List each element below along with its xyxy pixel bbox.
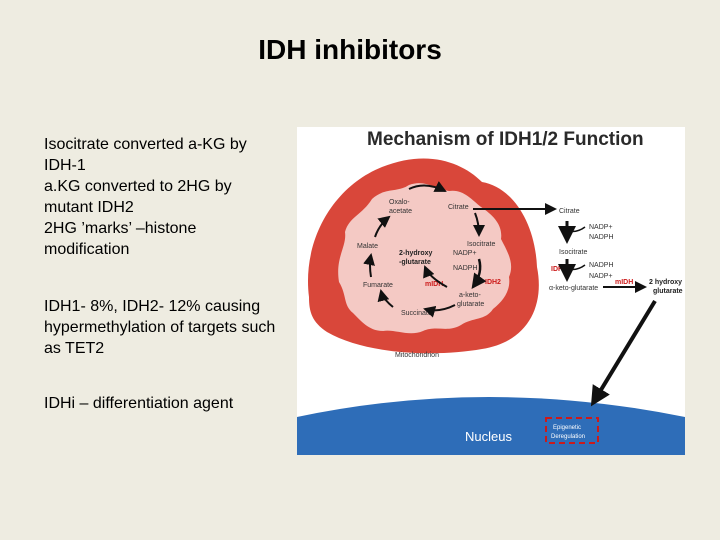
alpha-ketoglutarate-label-2: glutarate (457, 301, 484, 308)
midh-arrow (423, 265, 448, 288)
cycle-arrow (377, 289, 394, 308)
cytosol-nadp-label: NADP+ (589, 224, 613, 231)
malate-label: Malate (357, 243, 378, 250)
hydroxyglutarate-label: 2-hydroxy (399, 250, 433, 257)
deregulation-label: Deregulation (551, 434, 585, 440)
bullet-line: a.KG converted to 2HG by mutant IDH2 (44, 178, 232, 216)
midh-label: mIDH (425, 281, 443, 288)
idh1-label: IDH1 (551, 266, 567, 273)
cytosol-midh-label: mIDH (615, 279, 633, 286)
cycle-arrow (408, 181, 447, 192)
alpha-ketoglutarate-label: a-keto- (459, 292, 481, 299)
idh2-label: IDH2 (485, 279, 501, 286)
bullet-line: IDHi – differentiation agent (44, 395, 234, 412)
succinate-label: Succinate (401, 310, 432, 317)
epigenetic-box (545, 417, 599, 444)
nadph-label: NADPH (453, 265, 478, 272)
slide-title: IDH inhibitors (258, 34, 442, 65)
cytosol-nadph-label: NADPH (589, 234, 614, 241)
cofactor-curve (567, 264, 586, 271)
cytosol-hydroxy-label: 2 hydroxy (649, 279, 682, 286)
cycle-arrow (374, 215, 391, 238)
cytosol-akg-label: α-keto-glutarate (549, 285, 598, 292)
hydroxyglutarate-label-2: -glutarate (399, 259, 431, 266)
cytosol-citrate-label: Citrate (559, 208, 580, 215)
oxaloacetate-label: Oxalo- (389, 199, 410, 206)
bullet-line: 2HG ’marks’ –histone modification (44, 220, 197, 258)
fumarate-label: Fumarate (363, 282, 393, 289)
mechanism-diagram: Nucleus Epigenetic Deregulation Mechanis… (297, 127, 685, 455)
nucleus-label: Nucleus (465, 429, 512, 444)
oxaloacetate-label-2: acetate (389, 208, 412, 215)
bullet-line: Isocitrate converted a-KG by IDH-1 (44, 136, 247, 174)
bullet-line: IDH1- 8%, IDH2- 12% causing hypermethyla… (44, 298, 276, 357)
cycle-arrow (423, 304, 456, 318)
cytosol-nadph2-label: NADPH (589, 262, 614, 269)
cytosol-hydroxy-label-2: glutarate (653, 288, 683, 295)
figure-title: Mechanism of IDH1/2 Function (367, 129, 644, 150)
citrate-label: Citrate (448, 204, 469, 211)
cycle-arrow (363, 253, 375, 278)
isocitrate-label: Isocitrate (467, 241, 496, 248)
cycle-arrow (471, 258, 487, 290)
mechanism-figure: Nucleus Epigenetic Deregulation Mechanis… (297, 127, 685, 455)
mitochondrion-label: Mitochondrion (395, 352, 439, 359)
cytosol-isocitrate-label: Isocitrate (559, 249, 588, 256)
cofactor-curve (567, 226, 586, 233)
epigenetic-label: Epigenetic (553, 425, 581, 431)
bullet-text-block: Isocitrate converted a-KG by IDH-1 a.KG … (44, 134, 284, 414)
to-nucleus-arrow (590, 299, 657, 407)
nadp-label: NADP+ (453, 250, 477, 257)
cycle-arrow (472, 212, 485, 237)
nucleus-shape (297, 397, 685, 455)
cytosol-nadp2-label: NADP+ (589, 273, 613, 280)
